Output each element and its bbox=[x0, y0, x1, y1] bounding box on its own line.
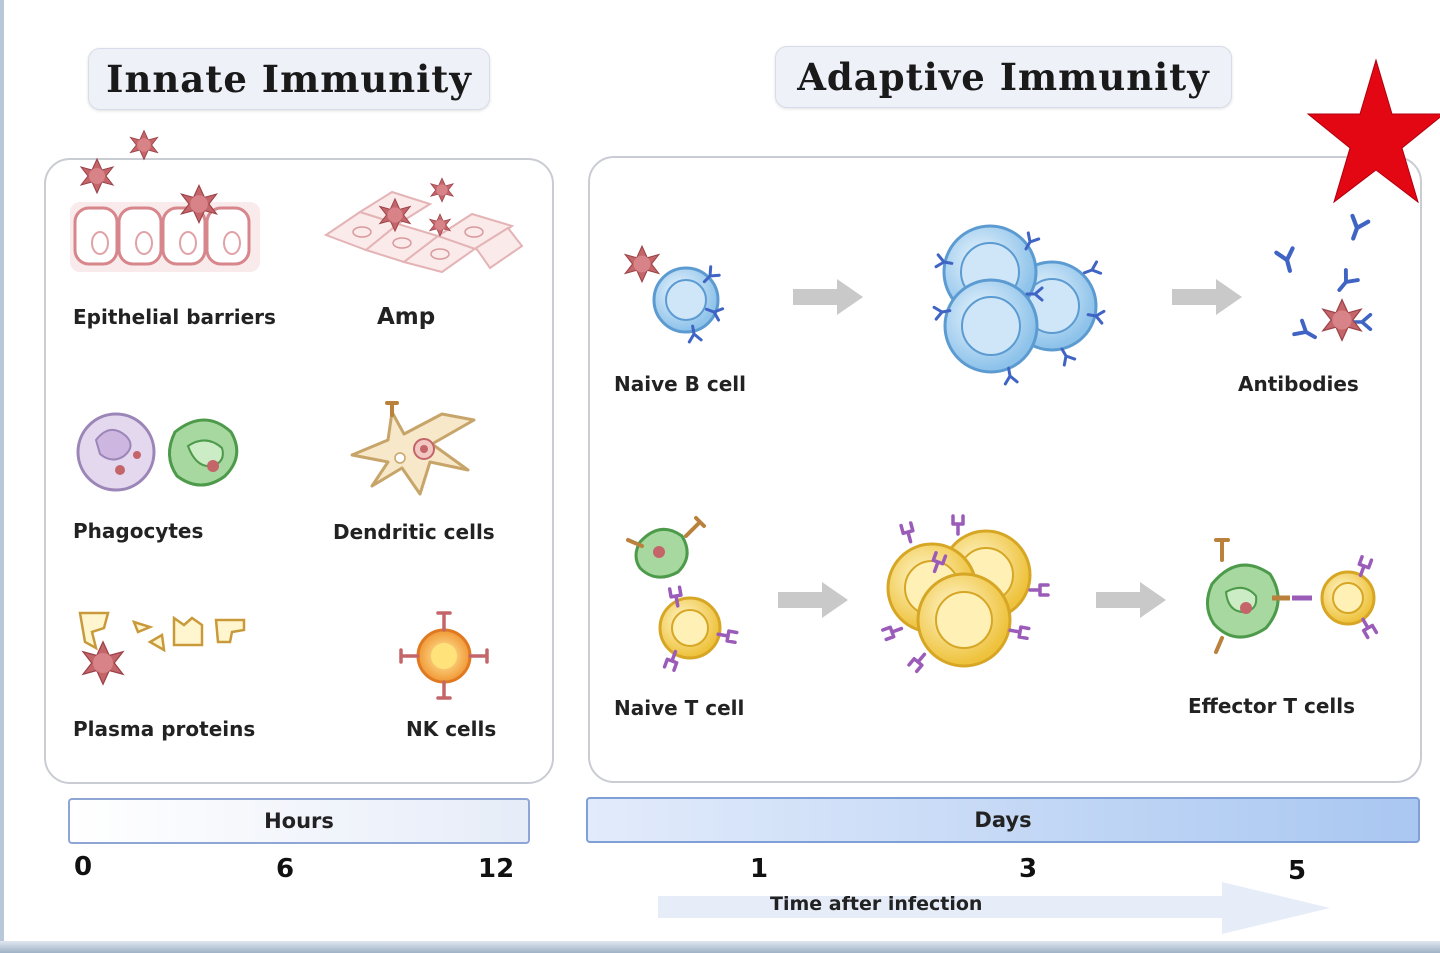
effector-t-cells-label: Effector T cells bbox=[1188, 694, 1356, 718]
arrow-right-icon bbox=[793, 279, 863, 315]
day-tick-5: 5 bbox=[1288, 856, 1307, 886]
time-arrow bbox=[658, 882, 1330, 934]
phagocytes-illustration bbox=[76, 412, 239, 492]
naive-b-cell-label: Naive B cell bbox=[614, 372, 746, 396]
arrow-right-icon bbox=[778, 582, 848, 618]
bottom-frame-edge bbox=[0, 941, 1440, 953]
antibodies-label: Antibodies bbox=[1238, 372, 1359, 396]
nk-cell-illustration bbox=[399, 611, 489, 700]
hours-bar: Hours bbox=[68, 798, 530, 844]
epithelial-barriers-label: Epithelial barriers bbox=[73, 305, 276, 329]
epithelial-barrier-illustration bbox=[70, 130, 260, 272]
naive-b-cell-illustration bbox=[624, 245, 725, 344]
plasma-proteins-label: Plasma proteins bbox=[73, 717, 256, 741]
naive-t-cell-label: Naive T cell bbox=[614, 696, 745, 720]
left-frame-edge bbox=[0, 0, 4, 953]
plasma-proteins-illustration bbox=[78, 611, 246, 685]
amp-label: Amp bbox=[377, 304, 436, 330]
t-cell-clones-illustration bbox=[881, 514, 1050, 674]
phagocytes-label: Phagocytes bbox=[73, 519, 204, 543]
arrow-right-icon bbox=[1096, 582, 1166, 618]
day-tick-3: 3 bbox=[1019, 854, 1038, 884]
star-icon bbox=[1306, 58, 1440, 204]
b-cell-clones-illustration bbox=[932, 224, 1106, 386]
antibodies-illustration bbox=[1276, 216, 1373, 346]
time-after-infection-caption: Time after infection bbox=[770, 893, 983, 915]
naive-t-cell-illustration bbox=[626, 516, 739, 672]
amp-illustration bbox=[323, 177, 524, 274]
hour-tick-12: 12 bbox=[478, 854, 515, 884]
day-tick-1: 1 bbox=[750, 854, 769, 884]
nk-cells-label: NK cells bbox=[406, 717, 497, 741]
arrow-right-icon bbox=[1172, 279, 1242, 315]
effector-t-cells-illustration bbox=[1206, 538, 1379, 654]
dendritic-cells-label: Dendritic cells bbox=[333, 520, 495, 544]
adaptive-immunity-title: Adaptive Immunity bbox=[775, 46, 1232, 108]
hour-tick-0: 0 bbox=[74, 852, 93, 882]
hour-tick-6: 6 bbox=[276, 854, 295, 884]
days-bar: Days bbox=[586, 797, 1420, 843]
innate-immunity-title: Innate Immunity bbox=[88, 48, 490, 110]
dendritic-cell-illustration bbox=[350, 401, 476, 496]
